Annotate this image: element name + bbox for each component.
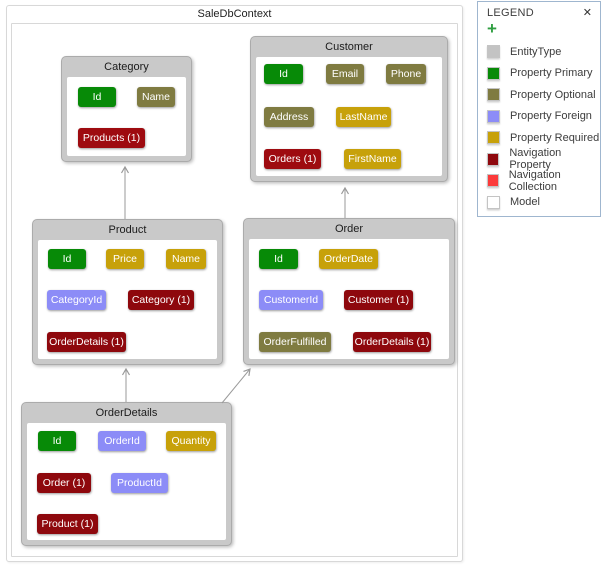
legend-label: Property Foreign	[510, 110, 592, 123]
property-badge-firstname[interactable]: FirstName	[344, 149, 401, 169]
property-badge-id[interactable]: Id	[48, 249, 86, 269]
property-badge-email[interactable]: Email	[326, 64, 364, 84]
property-badge-quantity[interactable]: Quantity	[166, 431, 216, 451]
property-badge-lastname[interactable]: LastName	[336, 107, 391, 127]
property-badge-id[interactable]: Id	[264, 64, 303, 84]
legend-item-entitytype: EntityType	[487, 41, 600, 63]
property-badge-id[interactable]: Id	[78, 87, 116, 107]
legend-label: Navigation Collection	[508, 168, 561, 193]
property-badge-id[interactable]: Id	[38, 431, 76, 451]
property-badge-categoryid[interactable]: CategoryId	[47, 290, 106, 310]
legend-swatch-model	[487, 195, 500, 209]
legend-label: Model	[510, 196, 540, 209]
property-badge-products-1[interactable]: Products (1)	[78, 128, 145, 148]
property-badge-orderdetails-1[interactable]: OrderDetails (1)	[353, 332, 431, 352]
add-icon[interactable]: +	[487, 19, 497, 38]
legend-label: Property Primary	[510, 67, 593, 80]
legend-swatch-property-foreign	[487, 109, 500, 123]
entity-title: Category	[104, 61, 149, 73]
property-badge-customerid[interactable]: CustomerId	[259, 290, 323, 310]
legend-swatch-entitytype	[487, 45, 500, 59]
legend-item-property-foreign: Property Foreign	[487, 106, 600, 128]
legend-title: LEGEND	[487, 7, 535, 19]
legend-item-navigation-collection: Navigation Collection	[487, 168, 600, 193]
property-badge-customer-1[interactable]: Customer (1)	[344, 290, 413, 310]
legend-swatch-navigation-collection	[487, 174, 499, 188]
legend-item-property-optional: Property Optional	[487, 84, 600, 106]
property-badge-orderfulfilled[interactable]: OrderFulfilled	[259, 332, 331, 352]
property-badge-orders-1[interactable]: Orders (1)	[264, 149, 321, 169]
property-badge-name[interactable]: Name	[137, 87, 175, 107]
legend-swatch-property-optional	[487, 88, 500, 102]
property-badge-orderdetails-1[interactable]: OrderDetails (1)	[47, 332, 126, 352]
entity-title: OrderDetails	[95, 407, 158, 419]
property-badge-price[interactable]: Price	[106, 249, 144, 269]
property-badge-address[interactable]: Address	[264, 107, 314, 127]
property-badge-product-1[interactable]: Product (1)	[37, 514, 98, 534]
property-badge-order-1[interactable]: Order (1)	[37, 473, 91, 493]
legend-label: Property Optional	[510, 88, 596, 101]
legend-item-property-primary: Property Primary	[487, 63, 600, 85]
property-badge-id[interactable]: Id	[259, 249, 298, 269]
legend-label: EntityType	[510, 45, 562, 58]
legend-label: Property Required	[510, 131, 600, 144]
property-badge-orderid[interactable]: OrderId	[98, 431, 146, 451]
legend-swatch-property-required	[487, 131, 500, 145]
property-badge-category-1[interactable]: Category (1)	[128, 290, 194, 310]
property-badge-productid[interactable]: ProductId	[111, 473, 168, 493]
property-badge-orderdate[interactable]: OrderDate	[319, 249, 378, 269]
legend-item-navigation-property: Navigation Property	[487, 147, 600, 172]
legend-item-model: Model	[487, 192, 600, 214]
close-icon[interactable]: ✕	[582, 6, 592, 19]
legend-item-property-required: Property Required	[487, 127, 600, 149]
property-badge-name[interactable]: Name	[166, 249, 206, 269]
legend-swatch-property-primary	[487, 66, 500, 80]
legend-swatch-navigation-property	[487, 152, 500, 166]
legend-label: Navigation Property	[509, 147, 562, 172]
entity-title: Customer	[325, 41, 373, 53]
dbcontext-title: SaleDbContext	[197, 8, 272, 20]
property-badge-phone[interactable]: Phone	[386, 64, 426, 84]
entity-title: Order	[334, 223, 364, 235]
entity-title: Product	[108, 224, 147, 236]
